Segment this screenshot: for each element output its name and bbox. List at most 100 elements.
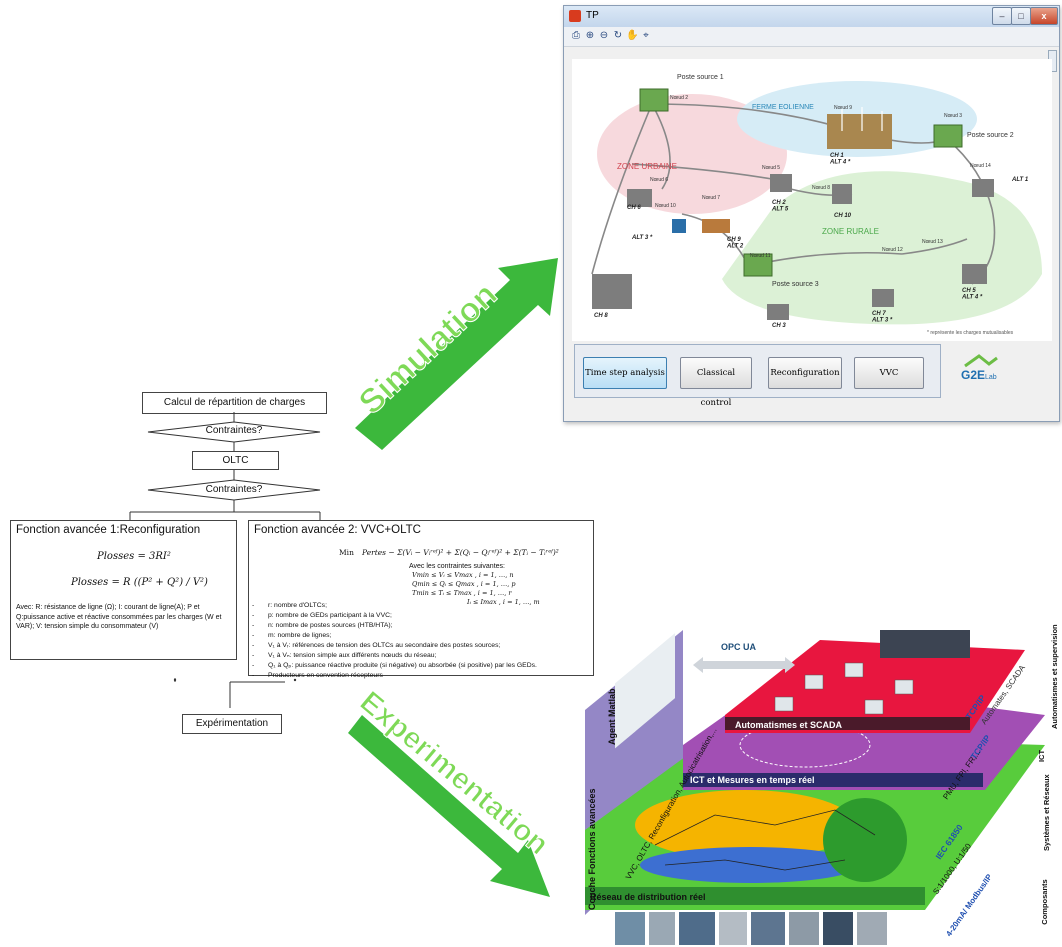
side-label-automatismes: Automatismes et supervision (1050, 624, 1059, 729)
reconfiguration-title: Fonction avancée 1:Reconfiguration (16, 524, 201, 536)
minimize-button[interactable]: – (992, 7, 1012, 25)
objective-label: Min (339, 548, 354, 557)
control-panel: Time step analysis Classical control Rec… (574, 344, 941, 408)
window-title: TP (586, 10, 599, 21)
experimentation-arrow-shape (348, 715, 550, 897)
component-photos (615, 912, 887, 945)
definition-item: r: nombre d'OLTCs; (252, 601, 537, 611)
grid-layer-label: Réseau de distribution réel (590, 892, 706, 902)
time-step-analysis-button[interactable]: Time step analysis (583, 357, 667, 389)
scada-layer-label: Automatismes et SCADA (735, 720, 843, 730)
matlab-icon (569, 10, 581, 22)
mutualisable-note: * représente les charges mutualisables (927, 330, 1014, 336)
window-titlebar: TP – □ x (564, 6, 1059, 27)
simulation-window: TP – □ x ⎙ ⊕ ⊖ ↻ ✋ ⌖ (563, 5, 1060, 422)
maximize-button[interactable]: □ (1011, 7, 1031, 25)
constraint-voltage: Vmin ≤ Vᵢ ≤ Vmax , i = 1, …, n (412, 571, 514, 579)
grid-zone-orange (635, 790, 855, 860)
rotate-icon[interactable]: ↻ (613, 30, 623, 41)
node-label: Nœud 5 (762, 165, 780, 171)
simulation-arrow-shape (355, 258, 558, 450)
definition-item: V₁ à Vₙ: tension simple aux différents n… (252, 651, 537, 661)
constraints-title: Avec les contraintes suivantes: (409, 563, 505, 570)
load-label: ALT 3 * (631, 235, 653, 241)
reconfiguration-button[interactable]: Reconfiguration (768, 357, 842, 389)
losses-formula-1: Plosses = 3RI² (97, 551, 171, 562)
experimentation-step: Expérimentation (182, 714, 282, 734)
wind-farm (827, 114, 892, 149)
decision-2-label: Contraintes? (205, 484, 263, 495)
ict-layer-label: ICT et Mesures en temps réel (690, 775, 815, 785)
opc-ua-label: OPC UA (721, 642, 757, 652)
scada-layer-panel (725, 640, 1025, 733)
logo-text: G2E (961, 368, 985, 382)
objective-function: Pertes − Σ(Vᵢ − Vᵢʳᵉᶠ)² + Σ(Qᵢ − Qᵢʳᵉᶠ)²… (362, 548, 559, 557)
figure-toolbar: ⎙ ⊕ ⊖ ↻ ✋ ⌖ (564, 27, 1059, 47)
scada-layer-bar (725, 717, 970, 730)
grid-lines (654, 809, 876, 871)
experiment-architecture: OPC UA Automatismes et SCADA ICT et Mesu… (585, 630, 1045, 945)
agent-matlab-label: Agent Matlab (607, 688, 617, 745)
side-label-systemes: Systèmes et Réseaux (1042, 774, 1051, 851)
flowchart-connectors (129, 412, 321, 708)
poste-source-2-label: Poste source 2 (967, 132, 1014, 139)
node-labels: Nœud 2 Nœud 9 Nœud 3 Nœud 14 Nœud 6 Nœud… (650, 95, 991, 259)
load-label: CH 10 (834, 213, 852, 219)
poste-source-3-label: Poste source 3 (772, 281, 819, 288)
losses-formula-2: Plosses = R ((P² + Q²) / V²) (71, 577, 208, 588)
definition-item: p: nombre de GEDs participant à la VVC; (252, 611, 537, 621)
rural-zone (722, 171, 1042, 325)
print-icon[interactable]: ⎙ (572, 30, 580, 41)
definition-item: n: nombre de postes sources (HTB/HTA); (252, 621, 537, 631)
node-label: Nœud 9 (834, 105, 852, 111)
vvc-button[interactable]: VVC (854, 357, 924, 389)
logo-sub: Lab (985, 374, 997, 381)
simulation-arrow: Simulation (351, 258, 558, 450)
close-button[interactable]: x (1030, 7, 1058, 25)
node-label: Nœud 6 (650, 177, 668, 183)
load-label: CH 3 (772, 323, 786, 329)
poste-source-3-substation (743, 253, 773, 277)
load-clusters (592, 174, 994, 320)
matlab-screenshot (615, 633, 675, 749)
node-label: Nœud 13 (922, 239, 943, 245)
constraint-reactive: Qmin ≤ Qᵢ ≤ Qmax , i = 1, …, p (412, 580, 516, 588)
reconfiguration-description: Avec: R: résistance de ligne (Ω); I: cou… (16, 604, 222, 630)
node-label: Nœud 3 (944, 113, 962, 119)
ferme-eolienne-label: FERME EOLIENNE (752, 104, 814, 111)
definitions-list: r: nombre d'OLTCs; p: nombre de GEDs par… (252, 601, 537, 681)
poste-source-2-substation (933, 124, 963, 148)
data-cursor-icon[interactable]: ⌖ (643, 30, 649, 41)
reconfiguration-panel: Fonction avancée 1:Reconfiguration Ploss… (10, 520, 237, 660)
load-label: CH 8 (594, 313, 608, 319)
classical-control-button[interactable]: Classical control (680, 357, 752, 408)
side-label-ict: ICT (1037, 749, 1046, 763)
constraint-tap: Tmin ≤ Tᵢ ≤ Tmax , i = 1, …, r (412, 589, 512, 597)
wind-turbines (841, 107, 883, 131)
definition-item: V₁ à Vᵣ: références de tension des OLTCs… (252, 641, 537, 651)
network-map: Poste source 1 Poste source 2 Poste sour… (572, 59, 1052, 341)
definition-item: m: nombre de lignes; (252, 631, 537, 641)
pan-icon[interactable]: ✋ (626, 30, 639, 41)
components-protocol: 4-20mA/ Modbus/IP (944, 872, 994, 938)
node-label: Nœud 8 (812, 185, 830, 191)
grid-zone-blue (640, 847, 860, 883)
node-label: Nœud 7 (702, 195, 720, 201)
poste-source-1-label: Poste source 1 (677, 74, 724, 81)
g2elab-logo: G2E Lab (961, 354, 998, 382)
experimentation-label: Experimentation (354, 685, 555, 861)
zoom-in-icon[interactable]: ⊕ (585, 30, 595, 41)
zone-rurale-label: ZONE RURALE (822, 227, 879, 236)
functions-layer-label: Couche Fonctions avancées (587, 788, 597, 910)
node-label: Nœud 10 (655, 203, 676, 209)
zoom-out-icon[interactable]: ⊖ (599, 30, 609, 41)
load-label: ALT 1 (1011, 177, 1029, 183)
load-label: CH 6 (627, 205, 641, 211)
ict-layer-bar (683, 773, 983, 787)
